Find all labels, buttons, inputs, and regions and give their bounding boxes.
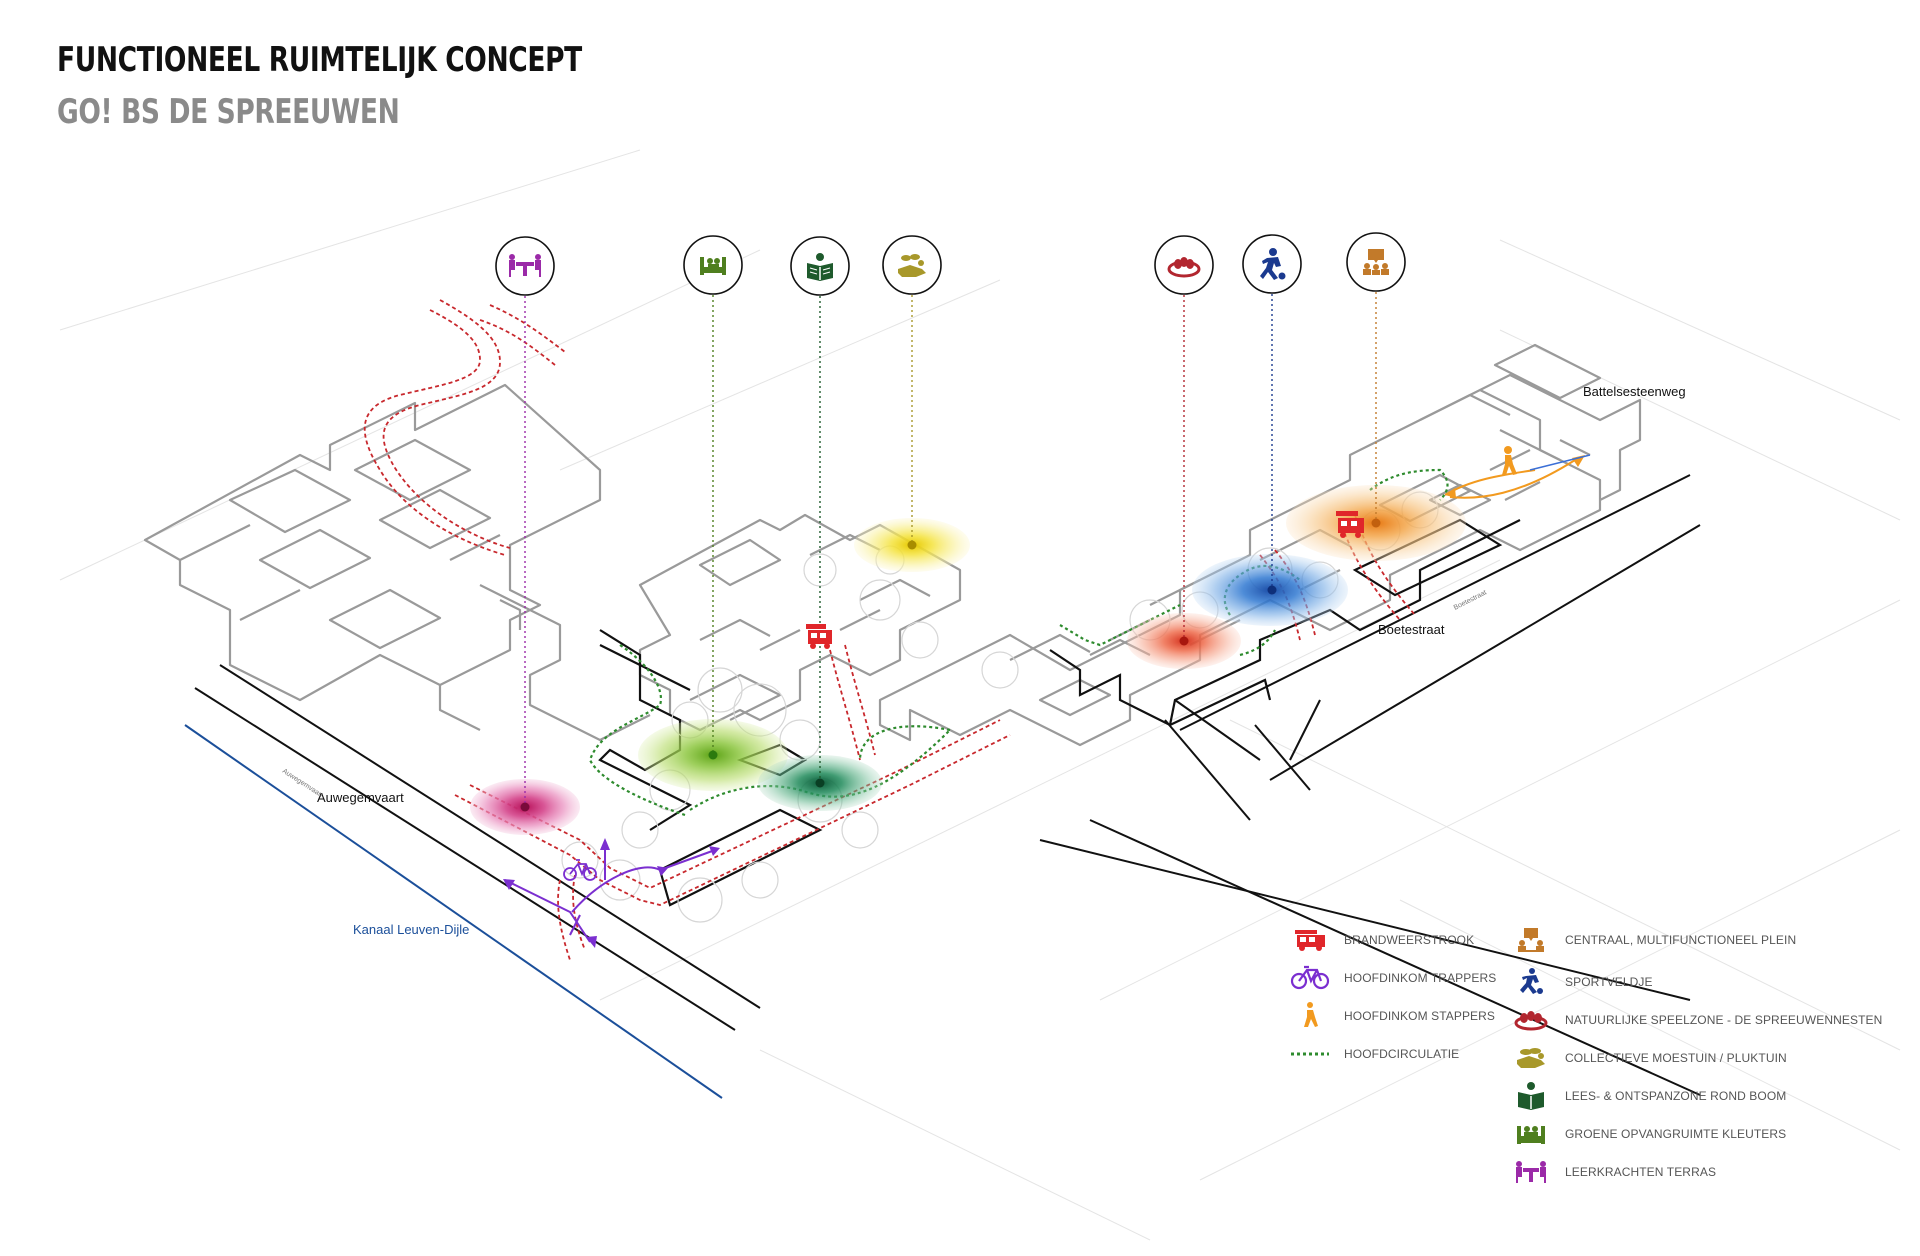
legend-item-trappers: HOOFDINKOM TRAPPERS [1290,964,1496,992]
legend-label: GROENE OPVANGRUIMTE KLEUTERS [1565,1127,1787,1141]
icon-lees[interactable] [790,236,850,296]
legend-item-hoofdcirculatie: HOOFDCIRCULATIE [1290,1040,1459,1068]
roads [194,474,1701,1096]
legend-item-speelzone: NATUURLIJKE SPEELZONE - DE SPREEUWENNEST… [1511,1006,1882,1034]
legend-label: HOOFDCIRCULATIE [1344,1047,1460,1061]
legend-item-sportveldje: SPORTVELDJE [1511,968,1653,996]
bicycle-icon [1290,964,1330,992]
legend-item-terras: LEERKRACHTEN TERRAS [1511,1158,1716,1186]
legend-label: SPORTVELDJE [1565,975,1653,989]
label-auwegemvaart-small: Auwegemvaart [281,768,324,799]
label-kanaal: Kanaal Leuven-Dijle [353,922,469,937]
dotted-line-icon [1290,1040,1330,1068]
kanaal-line [184,724,723,1099]
nest-icon [1511,1006,1551,1034]
legend-item-brandweerstrook: BRANDWEERSTROOK [1290,926,1474,954]
zone-center-dots [520,518,1381,812]
icon-sport[interactable] [1242,234,1302,294]
icon-nest[interactable] [1154,235,1214,295]
icon-plein[interactable] [1346,232,1406,292]
legend-item-plein: CENTRAAL, MULTIFUNCTIONEEL PLEIN [1511,926,1796,954]
label-boetestraat-small: Boetestraat [1453,589,1488,612]
fire-truck-map-icon-east [1336,511,1364,538]
bike-arrow-heads [503,838,720,948]
fire-truck-icon [1290,926,1330,954]
meeting-icon [1511,926,1551,954]
icon-moestuin[interactable] [882,235,942,295]
walk-blue-arrow [1529,454,1591,471]
legend-item-lees: LEES- & ONTSPANZONE ROND BOOM [1511,1082,1786,1110]
background-context-lines [59,149,1901,1241]
page-subtitle: GO! BS DE SPREEUWEN [57,92,400,132]
legend-label: HOOFDINKOM STAPPERS [1344,1009,1496,1023]
legend-label: HOOFDINKOM TRAPPERS [1344,971,1497,985]
label-auwegemvaart: Auwegemvaart [317,790,404,805]
icon-leader-lines [524,292,1377,807]
reading-icon [1511,1082,1551,1110]
legend-label: CENTRAAL, MULTIFUNCTIONEEL PLEIN [1565,933,1797,947]
fire-truck-map-icon [806,624,832,649]
page-title: FUNCTIONEEL RUIMTELIJK CONCEPT [57,40,582,80]
legend-label: BRANDWEERSTROOK [1344,933,1475,947]
legend-label: NATUURLIJKE SPEELZONE - DE SPREEUWENNEST… [1565,1013,1883,1027]
legend-item-stappers: HOOFDINKOM STAPPERS [1290,1002,1495,1030]
legend-label: LEES- & ONTSPANZONE ROND BOOM [1565,1089,1787,1103]
legend-item-kleuters: GROENE OPVANGRUIMTE KLEUTERS [1511,1120,1786,1148]
label-boetestraat: Boetestraat [1378,622,1445,637]
legend-label: COLLECTIEVE MOESTUIN / PLUKTUIN [1565,1051,1787,1065]
icon-kleuters[interactable] [683,235,743,295]
hand-plant-icon [1511,1044,1551,1072]
football-player-icon [1511,968,1551,996]
bike-entrance-arrows [504,845,716,943]
terrace-icon [1511,1158,1551,1186]
icon-terras[interactable] [495,236,555,296]
bike-map-icon [563,859,597,881]
pedestrian-map-icon [1502,446,1517,475]
play-fence-icon [1511,1120,1551,1148]
legend-label: LEERKRACHTEN TERRAS [1565,1165,1717,1179]
pedestrian-icon [1290,1002,1330,1030]
legend-item-moestuin: COLLECTIEVE MOESTUIN / PLUKTUIN [1511,1044,1787,1072]
label-battelsesteenweg: Battelsesteenweg [1583,384,1686,399]
